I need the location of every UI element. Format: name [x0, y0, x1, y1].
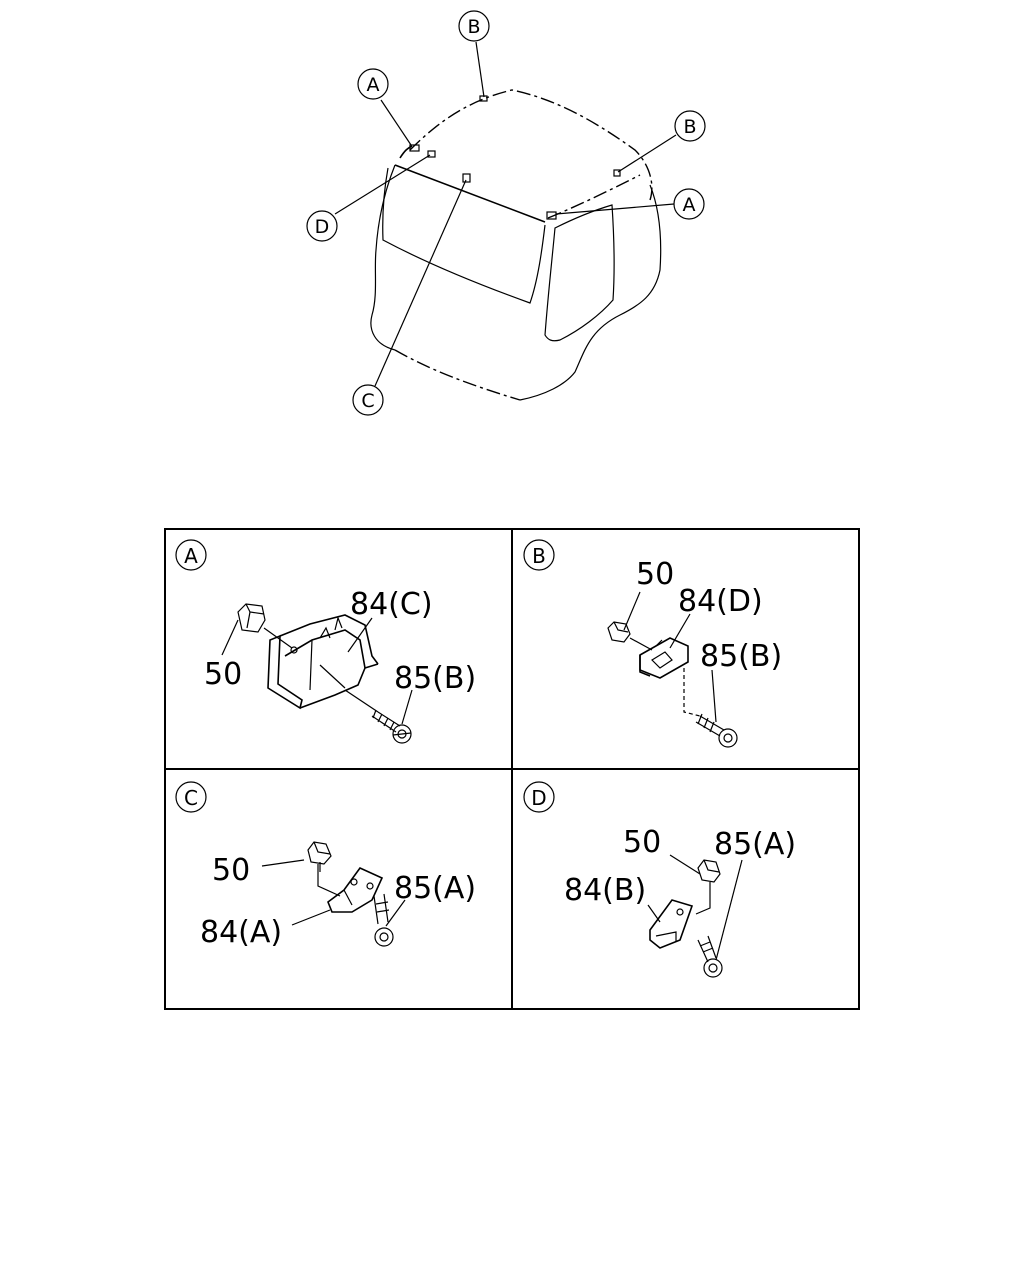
callout-b-top-label: B	[467, 16, 480, 38]
panel-c-clip-label: 50	[212, 853, 250, 888]
panel-a-bracket-label: 84(C)	[350, 587, 433, 622]
panel-b-parts-drawing	[607, 591, 738, 748]
panel-a-parts-drawing	[221, 603, 413, 744]
callout-b-right-label: B	[683, 116, 696, 138]
callout-c-bottom: C	[352, 384, 384, 416]
callout-d-left: D	[306, 210, 338, 242]
panel-b-clip-label: 50	[636, 557, 674, 592]
panel-d-letter: D	[531, 786, 546, 810]
callout-b-right: B	[674, 110, 706, 142]
detail-panel-d: D 50 84(B) 85(A)	[523, 781, 796, 978]
panel-c-bracket-label: 84(A)	[200, 915, 282, 950]
detail-grid	[164, 528, 860, 1010]
panel-c-screw-label: 85(A)	[394, 871, 476, 906]
panel-d-parts-drawing	[647, 854, 743, 978]
callout-a-left-label: A	[367, 74, 380, 96]
detail-panel-b: B 50 84(D) 85(B)	[523, 539, 782, 748]
callout-b-top: B	[458, 10, 490, 42]
panel-a-letter: A	[184, 544, 198, 568]
panel-c-parts-drawing	[261, 841, 406, 947]
panel-a-screw-label: 85(B)	[394, 661, 476, 696]
callout-d-left-label: D	[315, 216, 330, 238]
callout-a-left: A	[357, 68, 389, 100]
panel-c-letter: C	[184, 786, 198, 810]
panel-b-screw-label: 85(B)	[700, 639, 782, 674]
detail-panel-c: C 50 84(A) 85(A)	[175, 781, 476, 950]
panel-b-letter: B	[532, 544, 546, 568]
panel-d-clip-label: 50	[623, 825, 661, 860]
callout-c-bottom-label: C	[361, 390, 374, 412]
detail-panel-a: A	[175, 539, 476, 744]
callout-a-right: A	[673, 188, 705, 220]
panel-a-clip-label: 50	[204, 657, 242, 692]
panel-d-screw-label: 85(A)	[714, 827, 796, 862]
panel-b-bracket-label: 84(D)	[678, 584, 763, 619]
panel-d-bracket-label: 84(B)	[564, 873, 646, 908]
callout-a-right-label: A	[683, 194, 696, 216]
vehicle-body-overview	[334, 41, 677, 401]
